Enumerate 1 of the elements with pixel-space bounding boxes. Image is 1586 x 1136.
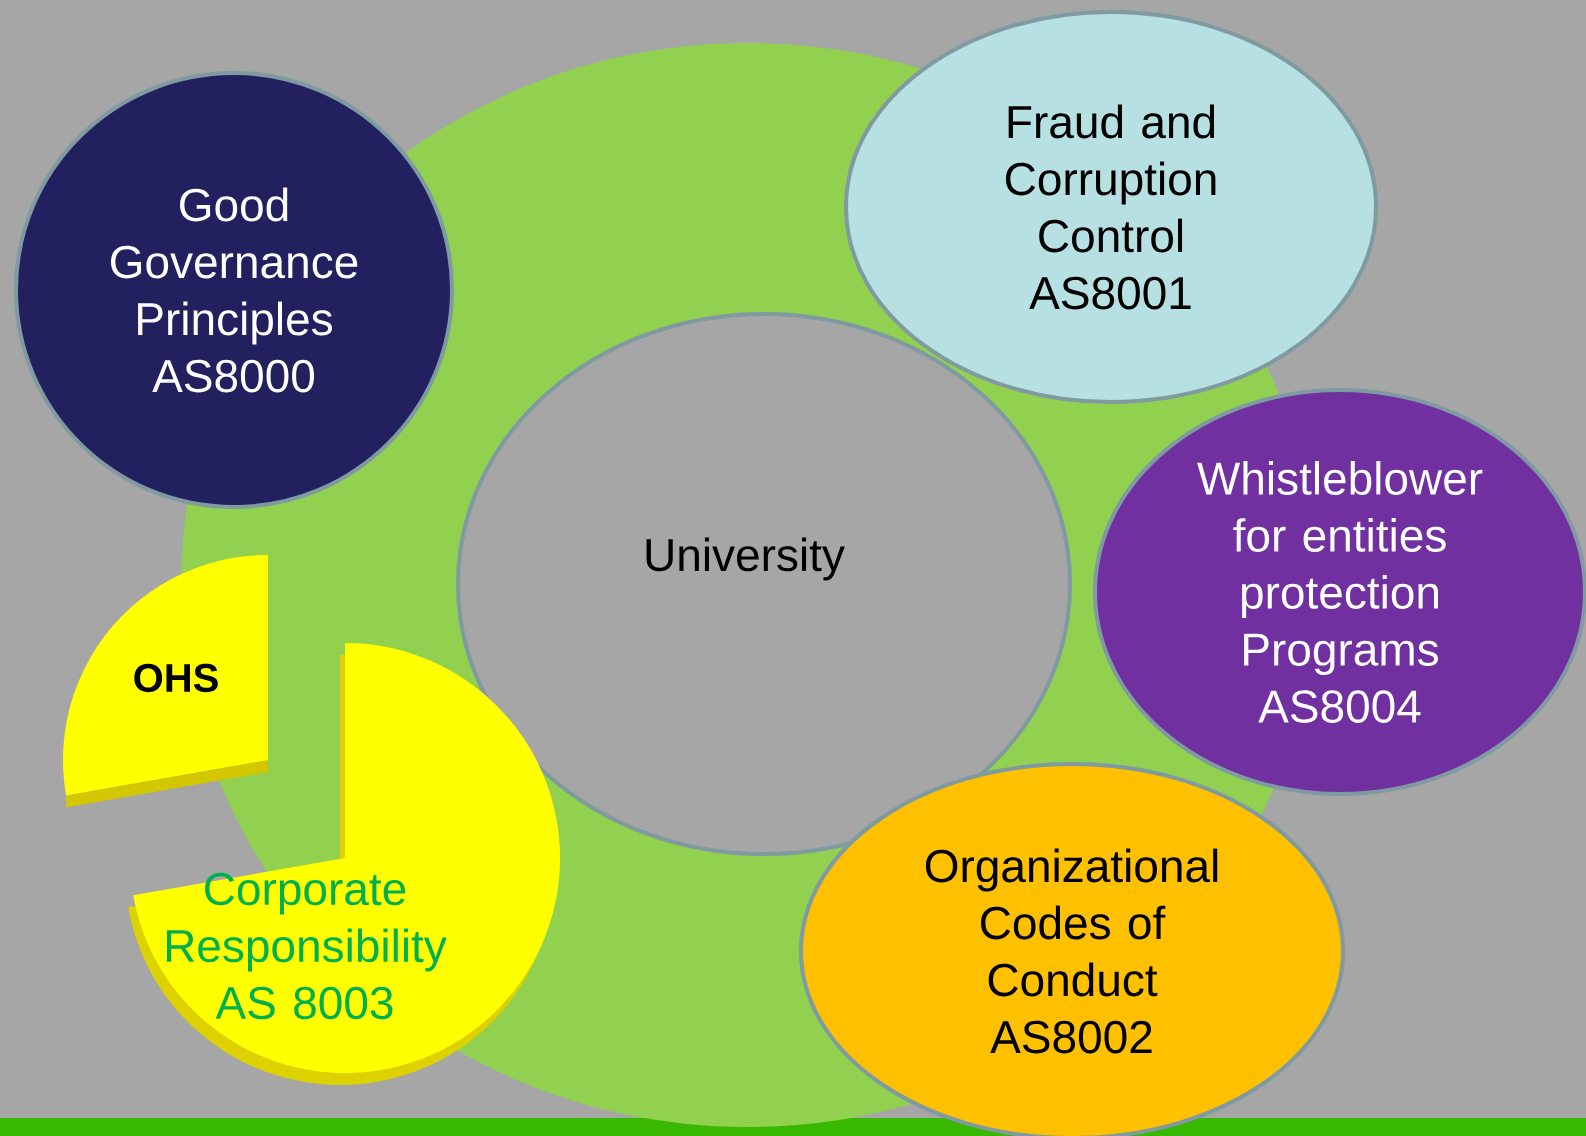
pie-slice: OHS [63,555,268,808]
